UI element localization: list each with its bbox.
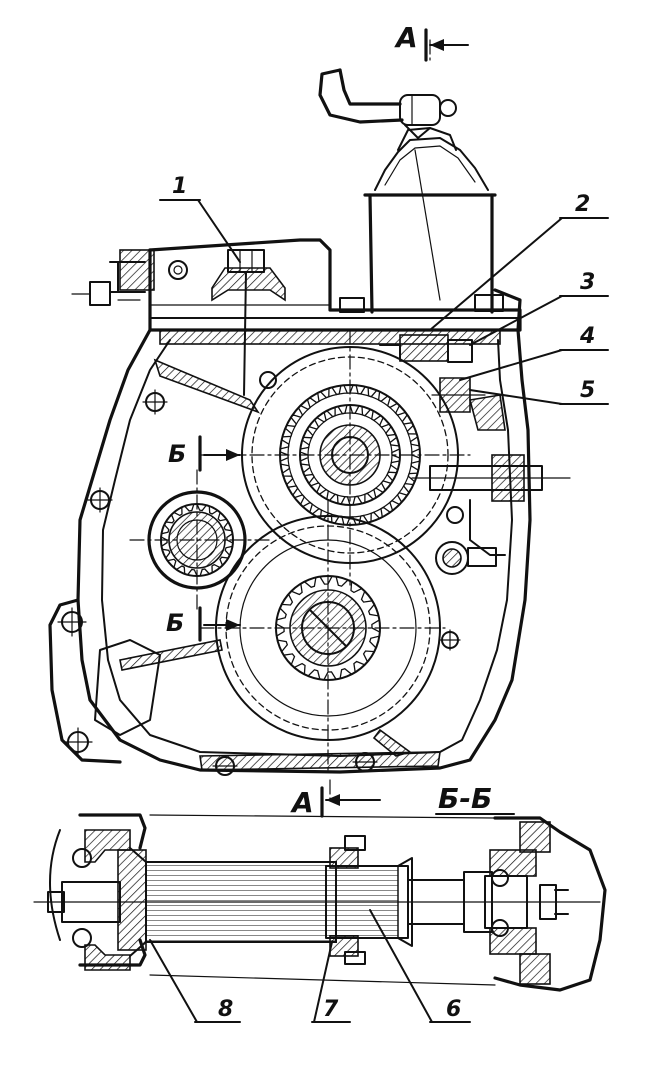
section-marker-b-upper: Б bbox=[168, 435, 241, 472]
callouts-bottom: 8 7 6 bbox=[149, 909, 471, 1023]
callouts-top: 1 2 3 4 5 bbox=[159, 174, 609, 405]
callout-1: 1 bbox=[172, 174, 187, 199]
section-marker-b-lower: Б bbox=[166, 606, 241, 642]
shift-rod bbox=[339, 294, 571, 575]
section-title: Б-Б bbox=[438, 782, 492, 815]
section-label-b-lower: Б bbox=[166, 609, 184, 637]
section-b-shaft bbox=[33, 813, 607, 992]
shift-tower bbox=[318, 68, 497, 314]
callout-8: 8 bbox=[218, 997, 233, 1022]
section-label-a-bottom: A bbox=[290, 786, 314, 819]
section-marker-a-top: A bbox=[394, 21, 469, 62]
callout-2: 2 bbox=[575, 192, 590, 217]
callout-4: 4 bbox=[579, 324, 595, 349]
plug-assembly bbox=[211, 249, 286, 396]
callout-5: 5 bbox=[580, 378, 595, 403]
callout-6: 6 bbox=[446, 997, 461, 1022]
housing bbox=[48, 238, 532, 774]
callout-7: 7 bbox=[323, 997, 339, 1022]
section-label-a-top: A bbox=[394, 21, 418, 54]
breather-fitting bbox=[71, 261, 146, 306]
section-marker-a-bottom: A bbox=[290, 786, 381, 819]
housing-bolts bbox=[57, 260, 464, 776]
section-label-b-upper: Б bbox=[168, 440, 186, 468]
centre-lines bbox=[129, 39, 471, 801]
callout-3: 3 bbox=[580, 270, 595, 295]
